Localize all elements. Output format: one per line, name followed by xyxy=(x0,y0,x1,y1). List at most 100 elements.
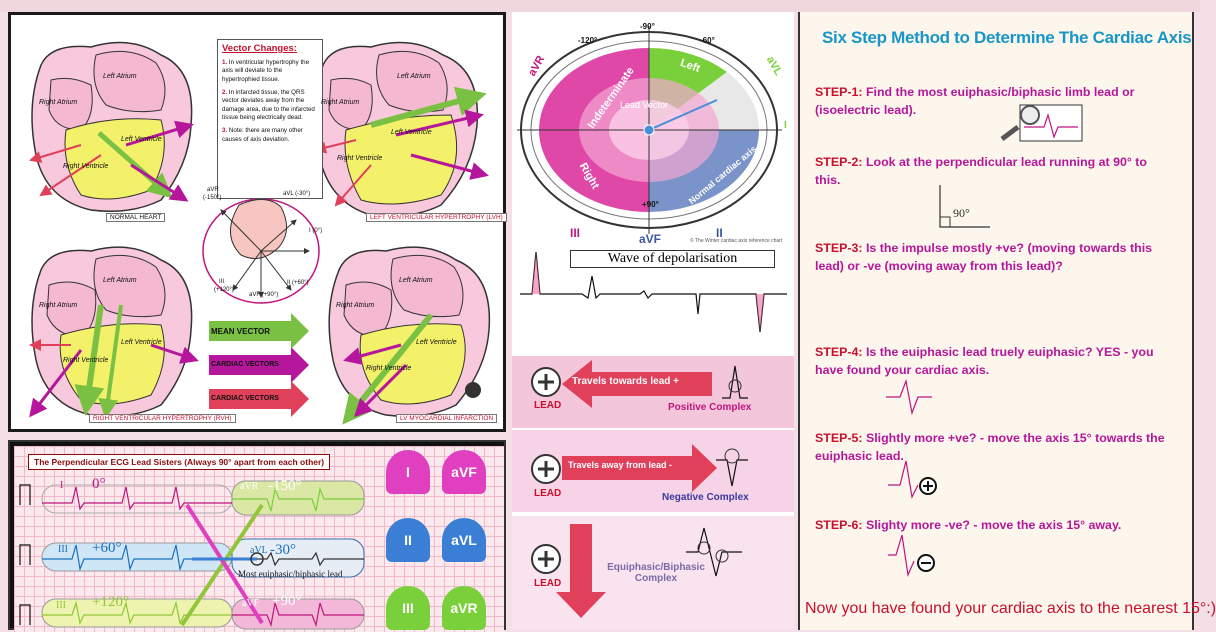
caption-normal-heart: NORMAL HEART xyxy=(106,213,166,222)
lead-avf: aVF xyxy=(639,232,662,246)
sister-ii: II xyxy=(386,518,430,562)
pair1-left-deg: 0° xyxy=(92,476,106,492)
deg-bottom: +90° xyxy=(642,200,659,209)
step-1: STEP-1: Find the most euiphasic/biphasic… xyxy=(815,85,1135,117)
label-left-atrium: Left Atrium xyxy=(103,277,137,284)
vector-note-1: 1. In ventricular hypertrophy the axis w… xyxy=(222,58,310,83)
step-4: STEP-4: Is the euiphasic lead truely eui… xyxy=(815,345,1154,377)
legend-arrows xyxy=(209,313,309,417)
label-left-ventricle: Left Ventricle xyxy=(121,136,162,143)
sister-i: I xyxy=(386,450,430,494)
label-right-ventricle: Right Ventricle xyxy=(337,155,383,162)
positive-complex-label: Positive Complex xyxy=(668,402,752,413)
pair1-left-lead: I xyxy=(60,480,64,491)
arrow-towards-label: Travels towards lead + xyxy=(572,376,679,387)
euiphasic-label: Most euiphasic/biphasic lead xyxy=(238,569,343,579)
pair3-left-deg: +120° xyxy=(92,594,129,610)
heart-rvh xyxy=(29,246,199,419)
lead-i: I xyxy=(784,120,787,131)
deg-top: -90° xyxy=(640,22,655,31)
axis-wheel xyxy=(517,26,782,234)
step-2: STEP-2: Look at the perpendicular lead r… xyxy=(815,155,1147,187)
legend-cardiac-vectors-1: CARDIAC VECTORS xyxy=(211,361,279,368)
depolarisation-rows xyxy=(531,360,748,618)
label-right-atrium: Right Atrium xyxy=(39,99,78,106)
pair2-left-deg: +60° xyxy=(92,540,122,556)
heart-normal xyxy=(29,41,194,212)
vector-note-2: 2. In infarcted tissue, the QRS vector d… xyxy=(222,88,315,121)
label-right-ventricle: Right Ventricle xyxy=(366,365,412,372)
label-left-ventricle: Left Ventricle xyxy=(416,339,457,346)
step-6: STEP-6: Slighty more -ve? - move the axi… xyxy=(815,518,1122,532)
hex-i: I (0°) xyxy=(309,228,323,234)
wheel-credit: © The Winter cardiac axis reference char… xyxy=(690,238,783,244)
hex-iii-deg: (+120°) xyxy=(214,287,234,293)
label-right-ventricle: Right Ventricle xyxy=(63,163,109,170)
lead-label-3: LEAD xyxy=(534,578,562,589)
pair2-right-deg: -30° xyxy=(270,542,296,558)
axis-deviation-panel: Vector Changes: 1. In ventricular hypert… xyxy=(8,12,507,432)
sister-avr: aVR xyxy=(442,586,486,630)
deg-left: -120° xyxy=(578,36,598,45)
sister-avf: aVF xyxy=(442,450,486,494)
wave-label: Wave of depolarisation xyxy=(570,250,775,268)
deg-right: -60° xyxy=(700,36,715,45)
hearts-illustration xyxy=(29,41,491,425)
label-right-atrium: Right Atrium xyxy=(336,302,375,309)
label-left-ventricle: Left Ventricle xyxy=(391,129,432,136)
caption-rvh: RIGHT VENTRICULAR HYPERTROPHY (RVH) xyxy=(89,414,236,423)
depolarisation-wave xyxy=(520,251,787,333)
pair3-left-lead: III xyxy=(56,600,66,611)
sister-iii: III xyxy=(386,586,430,630)
arrow-away-label: Travels away from lead - xyxy=(568,460,673,470)
hex-avl: aVL (-30°) xyxy=(283,191,311,197)
top-strip xyxy=(0,0,1200,12)
ecg-traces xyxy=(19,480,365,630)
label-left-atrium: Left Atrium xyxy=(399,277,433,284)
negative-complex-label: Negative Complex xyxy=(662,492,749,503)
pair1-right-lead: aVR xyxy=(240,481,259,492)
hex-iii: III xyxy=(219,279,225,285)
pair2-right-lead: aVL xyxy=(250,545,268,556)
six-step-panel xyxy=(798,12,1194,630)
step-5: STEP-5: Slightly more +ve? - move the ax… xyxy=(815,431,1165,463)
hexaxial-diagram xyxy=(202,198,320,304)
final-message: Now you have found your cardiac axis to … xyxy=(805,600,1216,617)
lead-ii: II xyxy=(716,226,723,240)
vector-note-3: 3. Note: there are many other causes of … xyxy=(222,127,303,143)
row-equiphasic xyxy=(512,516,794,630)
pair2-left-lead: III xyxy=(58,544,68,555)
six-step-title: Six Step Method to Determine The Cardiac… xyxy=(822,28,1192,47)
caption-lvh: LEFT VENTRICULAR HYPERTROPHY (LVH) xyxy=(366,213,507,222)
lead-label-2: LEAD xyxy=(534,488,562,499)
step-illustrations xyxy=(886,104,1083,578)
pair3-right-deg: +90° xyxy=(272,593,302,609)
heart-lv-infarction xyxy=(328,246,491,425)
hex-avf: aVF (+90°) xyxy=(249,292,279,298)
caption-lv-infarction: LV MYOCARDIAL INFARCTION xyxy=(396,414,498,423)
hex-avr-deg: (-150°) xyxy=(203,195,222,201)
label-left-atrium: Left Atrium xyxy=(103,73,137,80)
sister-avl: aVL xyxy=(442,518,486,562)
heart-lvh xyxy=(314,41,489,217)
pair3-right-lead: aVF xyxy=(242,598,260,609)
lead-vector-label: Lead Vector xyxy=(620,100,669,110)
legend-cardiac-vectors-2: CARDIAC VECTORS xyxy=(211,395,279,402)
label-left-ventricle: Left Ventricle xyxy=(121,339,162,346)
equiphasic-complex-label: Equiphasic/Biphasic Complex xyxy=(607,562,705,584)
hex-ii: II (+60°) xyxy=(287,280,309,286)
label-right-atrium: Right Atrium xyxy=(39,302,78,309)
legend-mean-vector: MEAN VECTOR xyxy=(211,327,270,336)
label-left-atrium: Left Atrium xyxy=(397,73,431,80)
pair1-right-deg: -150° xyxy=(268,478,302,494)
label-right-ventricle: Right Ventricle xyxy=(63,357,109,364)
vector-changes-title: Vector Changes: xyxy=(222,43,297,54)
lead-iii: III xyxy=(570,226,581,240)
angle-label: 90° xyxy=(953,206,970,220)
label-right-atrium: Right Atrium xyxy=(321,99,360,106)
hex-avr: aVR xyxy=(207,187,219,193)
vector-changes-box: Vector Changes: 1. In ventricular hypert… xyxy=(217,39,323,199)
step-3: STEP-3: Is the impulse mostly +ve? (movi… xyxy=(815,241,1153,273)
lead-label-1: LEAD xyxy=(534,400,562,411)
perpendicular-title: The Perpendicular ECG Lead Sisters (Alwa… xyxy=(28,454,331,470)
